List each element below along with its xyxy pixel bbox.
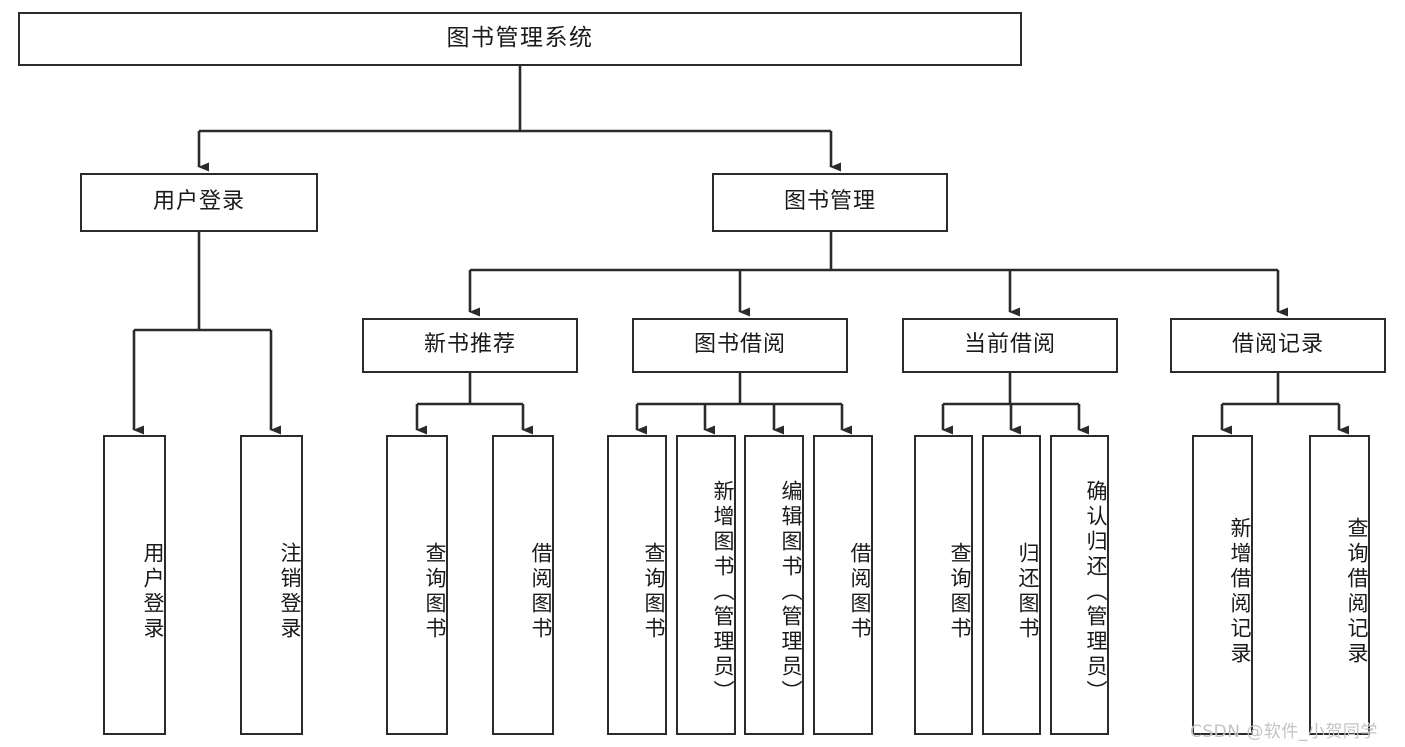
node-root-label: 图书管理系统	[446, 25, 594, 52]
node-current-borrow[interactable]: 当前借阅	[902, 318, 1118, 373]
node-leaf-logout-login[interactable]: 注销登录	[240, 435, 303, 735]
node-book-management-label: 图书管理	[783, 189, 876, 215]
node-leaf-edit-book-label: 编辑图书（管理员）	[779, 479, 803, 705]
node-user-login[interactable]: 用户登录	[80, 173, 318, 232]
node-leaf-borrow-book-2-label: 借阅图书	[848, 542, 872, 642]
node-leaf-return-book[interactable]: 归还图书	[982, 435, 1041, 735]
node-root-book-management-system[interactable]: 图书管理系统	[18, 12, 1022, 66]
node-leaf-query-borrow-record[interactable]: 查询借阅记录	[1309, 435, 1370, 735]
node-leaf-return-book-label: 归还图书	[1016, 542, 1040, 642]
node-current-borrow-label: 当前借阅	[963, 332, 1056, 358]
node-leaf-add-book[interactable]: 新增图书（管理员）	[676, 435, 736, 735]
node-leaf-query-book-1-label: 查询图书	[423, 542, 447, 642]
node-new-book-recommend[interactable]: 新书推荐	[362, 318, 578, 373]
node-leaf-add-borrow-record[interactable]: 新增借阅记录	[1192, 435, 1253, 735]
node-leaf-query-book-1[interactable]: 查询图书	[386, 435, 448, 735]
node-leaf-user-login-label: 用户登录	[141, 542, 165, 642]
node-leaf-query-borrow-record-label: 查询借阅记录	[1345, 517, 1369, 667]
node-borrow-record[interactable]: 借阅记录	[1170, 318, 1386, 373]
node-leaf-add-book-label: 新增图书（管理员）	[711, 479, 735, 705]
node-leaf-query-book-3-label: 查询图书	[948, 542, 972, 642]
node-leaf-logout-login-label: 注销登录	[278, 542, 302, 642]
node-book-borrow-label: 图书借阅	[693, 332, 786, 358]
node-leaf-confirm-return-label: 确认归还（管理员）	[1084, 479, 1108, 705]
node-leaf-borrow-book-2[interactable]: 借阅图书	[813, 435, 873, 735]
csdn-watermark: CSDN @软件_小贺同学	[1190, 722, 1378, 742]
node-leaf-query-book-2-label: 查询图书	[642, 542, 666, 642]
node-borrow-record-label: 借阅记录	[1231, 332, 1324, 358]
node-book-management[interactable]: 图书管理	[712, 173, 948, 232]
node-leaf-borrow-book-1[interactable]: 借阅图书	[492, 435, 554, 735]
node-book-borrow[interactable]: 图书借阅	[632, 318, 848, 373]
node-leaf-edit-book[interactable]: 编辑图书（管理员）	[744, 435, 804, 735]
node-leaf-query-book-3[interactable]: 查询图书	[914, 435, 973, 735]
node-leaf-confirm-return[interactable]: 确认归还（管理员）	[1050, 435, 1109, 735]
node-leaf-borrow-book-1-label: 借阅图书	[529, 542, 553, 642]
node-user-login-label: 用户登录	[152, 189, 245, 215]
node-new-book-recommend-label: 新书推荐	[423, 332, 516, 358]
node-leaf-user-login[interactable]: 用户登录	[103, 435, 166, 735]
node-leaf-add-borrow-record-label: 新增借阅记录	[1228, 517, 1252, 667]
node-leaf-query-book-2[interactable]: 查询图书	[607, 435, 667, 735]
